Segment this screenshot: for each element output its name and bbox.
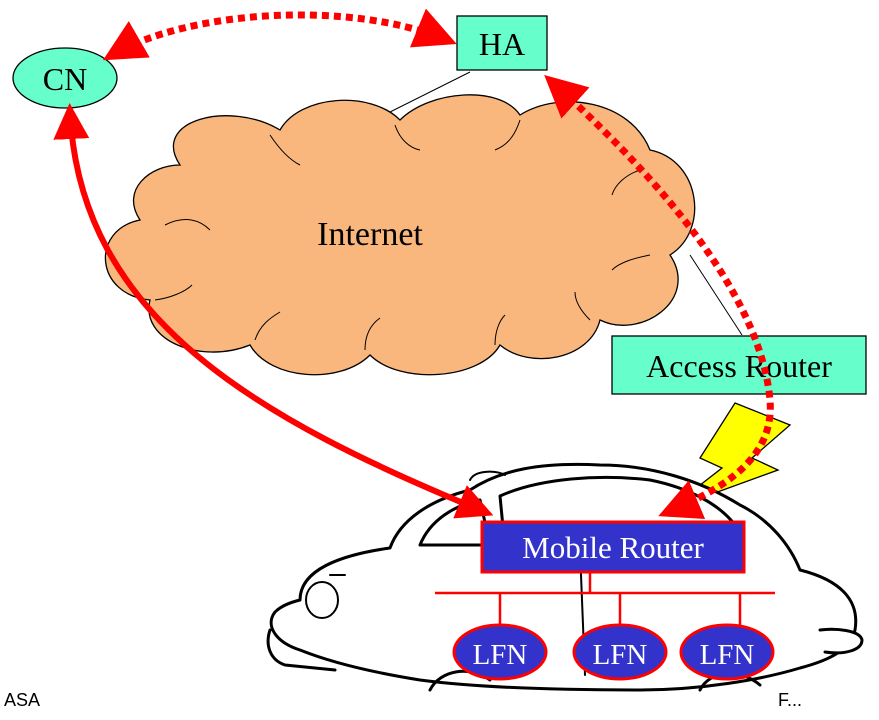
- footer-left-text: ASA: [4, 690, 40, 710]
- lfn-label-1: LFN: [473, 639, 528, 671]
- cn-label: CN: [43, 61, 87, 97]
- ha-node: HA: [456, 15, 548, 71]
- ha-label: HA: [479, 26, 525, 62]
- lfn-node-2: LFN: [572, 623, 668, 681]
- lfn-node-3: LFN: [679, 623, 775, 681]
- cn-ha-tunnel-arrow: [102, 8, 457, 61]
- mobile-router-node: Mobile Router: [480, 520, 746, 574]
- lfn-network-bus: [435, 572, 775, 625]
- ha-mobile-router-tunnel-arrow: [544, 74, 774, 520]
- mobile-router-label: Mobile Router: [522, 530, 704, 565]
- access-router-node: Access Router: [611, 335, 867, 395]
- cn-mobile-router-route-arrow: [53, 103, 494, 519]
- cn-node: CN: [12, 47, 118, 109]
- lfn-label-2: LFN: [593, 639, 648, 671]
- footer-right-text: F...: [778, 690, 802, 710]
- lfn-node-1: LFN: [452, 623, 548, 681]
- access-router-label: Access Router: [646, 348, 832, 384]
- lfn-label-3: LFN: [700, 639, 755, 671]
- internet-label: Internet: [317, 216, 423, 253]
